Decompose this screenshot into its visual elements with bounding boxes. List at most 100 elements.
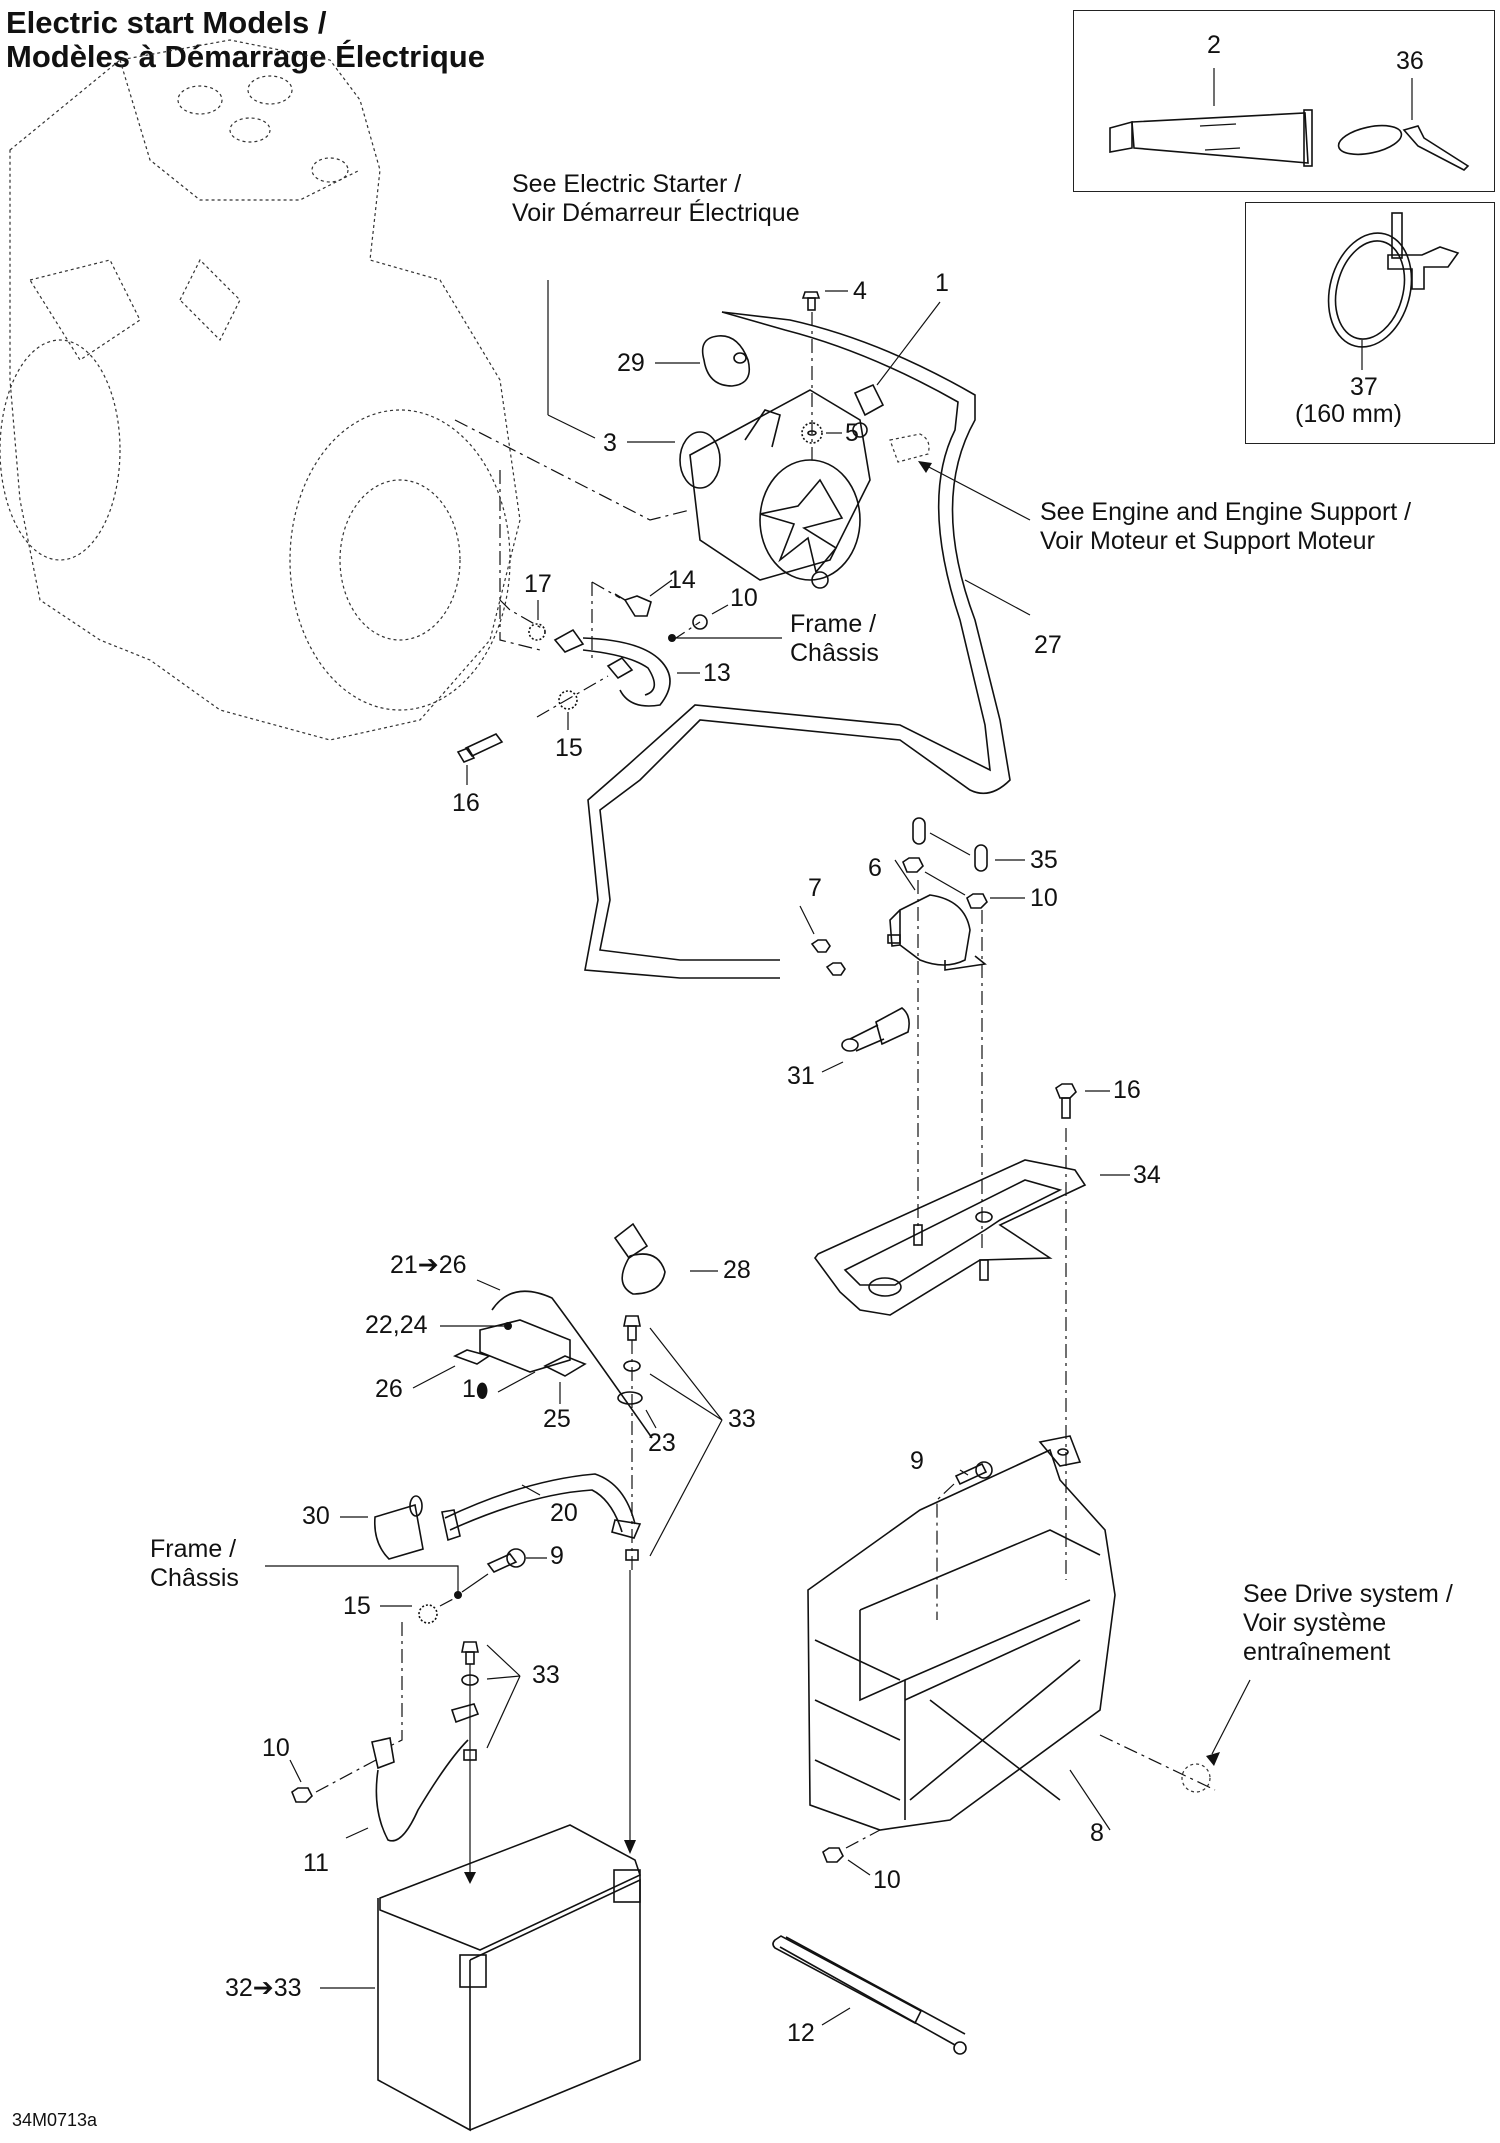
bolt-part-4	[801, 290, 848, 460]
terminal-boot-part-31	[821, 1007, 910, 1073]
bolt-part-16-lower	[1055, 1083, 1110, 1580]
reference-drive-system: See Drive system / Voir système entraîne…	[1243, 1580, 1453, 1667]
frame-label-upper-fr: Châssis	[790, 639, 879, 667]
lock-washer-part-17	[499, 599, 546, 641]
nut-part-10-solenoid	[902, 857, 1025, 909]
ground-cable-part-11	[345, 1703, 480, 1842]
reference-electric-starter-fr: Voir Démarreur Électrique	[512, 199, 800, 227]
callout-22-24: 22,24	[365, 1311, 428, 1339]
callout-7: 7	[808, 874, 822, 902]
grease-tube-part-2	[1109, 68, 1313, 167]
reference-engine-support-fr: Voir Moteur et Support Moteur	[1040, 527, 1375, 555]
nut-part-10-lower-left	[289, 1759, 377, 1803]
reference-electric-starter: See Electric Starter / Voir Démarreur Él…	[512, 170, 800, 228]
protective-tube-part-12	[772, 1935, 967, 2055]
reference-electric-starter-en: See Electric Starter /	[512, 170, 742, 198]
callout-15-lower: 15	[343, 1592, 371, 1620]
frame-point-upper	[668, 634, 782, 642]
callout-2: 2	[1207, 31, 1221, 59]
bolt-part-16-upper	[456, 733, 504, 785]
positive-cable-part-20	[441, 1473, 642, 1542]
callout-10-solenoid: 10	[1030, 884, 1058, 912]
bolt-part-9-lower	[461, 1548, 547, 1593]
callout-26: 26	[375, 1375, 403, 1403]
figure-code: 34M0713a	[12, 2110, 98, 2130]
callout-29: 29	[617, 349, 645, 377]
engine-outline	[0, 39, 521, 741]
lock-washer-part-5	[801, 422, 842, 444]
callout-37-length: (160 mm)	[1295, 400, 1402, 428]
terminal-boot-part-30	[340, 1495, 424, 1560]
callout-9-upper: 9	[910, 1447, 924, 1475]
electric-starter-part-3	[679, 389, 871, 589]
callout-13: 13	[703, 659, 731, 687]
callout-16-upper: 16	[452, 789, 480, 817]
bolt-part-9-upper	[936, 1461, 993, 1620]
battery-part-32	[320, 1824, 641, 2132]
diagram-title: Electric start Models / Modèles à Démarr…	[6, 6, 485, 74]
callout-14: 14	[668, 566, 696, 594]
reference-engine-support-en: See Engine and Engine Support /	[1040, 498, 1412, 526]
cable-tie-part-36	[1337, 78, 1470, 171]
terminal-cap-part-1	[853, 301, 941, 417]
fuse-cover-part-26	[412, 1349, 491, 1389]
frame-label-lower-en: Frame /	[150, 1535, 237, 1563]
callout-10-upper: 10	[730, 584, 758, 612]
fuse-holder-part-22-24	[440, 1279, 653, 1439]
callout-20: 20	[550, 1499, 578, 1527]
callout-27: 27	[1034, 631, 1062, 659]
callout-11: 11	[303, 1849, 329, 1877]
callout-10-tray: 10	[873, 1866, 901, 1894]
title-french: Modèles à Démarrage Électrique	[6, 39, 485, 74]
terminal-hardware-part-33-lower	[461, 1641, 521, 1884]
callout-1-fluid-number: 1	[462, 1375, 476, 1403]
callout-25: 25	[543, 1405, 571, 1433]
callout-30: 30	[302, 1502, 330, 1530]
reference-engine-support: See Engine and Engine Support / Voir Mot…	[1040, 498, 1411, 556]
reference-arrow-drive-system	[1099, 1679, 1251, 1793]
inset-box-accessories	[1073, 10, 1495, 192]
callout-4: 4	[853, 277, 867, 305]
callout-12: 12	[787, 2019, 815, 2047]
callout-32-33: 32➔33	[225, 1974, 302, 2002]
callout-10-lower-left: 10	[262, 1734, 290, 1762]
callout-36: 36	[1396, 47, 1424, 75]
callout-1-fluid: 1⬮	[462, 1376, 488, 1405]
callout-16-lower: 16	[1113, 1076, 1141, 1104]
callout-35: 35	[1030, 846, 1058, 874]
callout-1: 1	[935, 269, 949, 297]
lock-washer-part-15-upper	[536, 675, 609, 730]
clamp-tie-part-37	[1327, 212, 1460, 370]
terminal-boot-part-28	[613, 1222, 718, 1295]
lock-washer-part-15-lower	[380, 1597, 456, 1747]
battery-bracket-part-34	[814, 1159, 1130, 1316]
callout-37: 37	[1350, 373, 1378, 401]
callout-5: 5	[845, 419, 859, 447]
ground-cable-part-13	[553, 628, 700, 707]
terminal-hardware-part-33-upper	[623, 1315, 723, 1570]
callout-8: 8	[1090, 1819, 1104, 1847]
frame-label-upper: Frame / Châssis	[790, 610, 879, 668]
inset-box-clamp	[1245, 202, 1495, 444]
callout-31: 31	[787, 1062, 815, 1090]
fuse-part-25	[497, 1355, 587, 1404]
reference-drive-system-fr2: entraînement	[1243, 1638, 1391, 1666]
frame-point-lower	[265, 1565, 462, 1599]
reference-drive-system-fr1: Voir système	[1243, 1609, 1387, 1637]
nut-part-10-tray	[822, 1829, 881, 1876]
callout-15-upper: 15	[555, 734, 583, 762]
bolt-part-14	[591, 579, 673, 660]
nut-part-10-upper	[672, 604, 729, 641]
callout-33-lower: 33	[532, 1661, 560, 1689]
reference-drive-system-en: See Drive system /	[1243, 1580, 1453, 1608]
battery-tray-part-8	[807, 1435, 1116, 1831]
terminal-boot-part-29	[655, 335, 751, 387]
callout-21-26: 21➔26	[390, 1251, 467, 1279]
callout-17: 17	[524, 570, 552, 598]
callout-3: 3	[603, 429, 617, 457]
nut-part-7	[799, 905, 846, 976]
frame-label-upper-en: Frame /	[790, 610, 877, 638]
frame-label-lower-fr: Châssis	[150, 1564, 239, 1592]
frame-label-lower: Frame / Châssis	[150, 1535, 239, 1593]
fluid-drop-icon: ⬮	[475, 1380, 489, 1402]
